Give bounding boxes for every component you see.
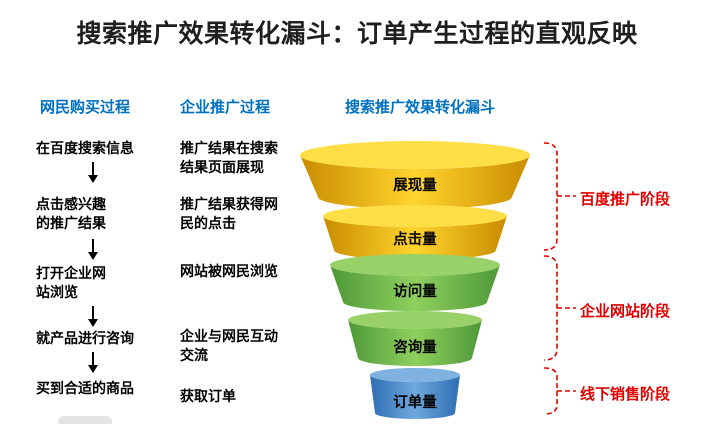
left-step-click: 点击感兴趣 的推广结果: [36, 196, 106, 231]
funnel-layer-inquiries: 咨询量: [348, 311, 482, 366]
funnel-layer-label-clicks: 点击量: [393, 230, 437, 248]
left-step-inquire: 就产品进行咨询: [36, 330, 134, 346]
down-arrow-icon: [88, 352, 98, 373]
middle-step-click: 推广结果获得网 民的点击: [180, 196, 278, 231]
middle-step-visit: 网站被网民浏览: [180, 263, 278, 279]
bracket-baidu-stage: [543, 142, 576, 251]
funnel-layer-clicks: 点击量: [323, 205, 507, 260]
middle-step-order: 获取订单: [180, 388, 236, 404]
left-step-search: 在百度搜索信息: [36, 140, 134, 156]
stage-label-baidu: 百度推广阶段: [580, 191, 671, 208]
diagram-title: 搜索推广效果转化漏斗：订单产生过程的直观反映: [76, 20, 638, 48]
left-step-buy: 买到合适的商品: [36, 380, 134, 396]
middle-step-display: 推广结果在搜索 结果页面展现: [180, 140, 278, 175]
bracket-offline-stage: [543, 367, 576, 415]
left-step-browse: 打开企业网 站浏览: [36, 265, 106, 300]
left-column-header: 网民购买过程: [40, 99, 131, 116]
down-arrow-icon: [88, 306, 98, 327]
stage-label-website: 企业网站阶段: [580, 303, 671, 320]
down-arrow-icon: [88, 239, 98, 260]
funnel-layer-label-inquiries: 咨询量: [393, 338, 437, 356]
funnel-layer-label-orders: 订单量: [393, 393, 437, 411]
down-arrow-icon: [88, 162, 98, 183]
funnel-layer-visits: 访问量: [330, 254, 500, 311]
stage-brackets: [543, 142, 576, 415]
stage-label-offline: 线下销售阶段: [580, 386, 671, 403]
funnel-layer-label-visits: 访问量: [393, 282, 437, 300]
middle-column-header: 企业推广过程: [180, 99, 271, 116]
funnel-layer-label-impressions: 展现量: [393, 177, 437, 194]
funnel-layer-impressions: 展现量: [300, 141, 530, 209]
bottom-edge-fragment: [58, 416, 112, 424]
middle-step-interact: 企业与网民互动 交流: [180, 328, 278, 363]
bracket-website-stage: [543, 255, 576, 361]
funnel-graphic: 展现量 点击量 访问量 咨询量 订单量: [300, 141, 530, 419]
funnel-header: 搜索推广效果转化漏斗: [345, 99, 496, 116]
funnel-layer-orders: 订单量: [370, 368, 460, 419]
